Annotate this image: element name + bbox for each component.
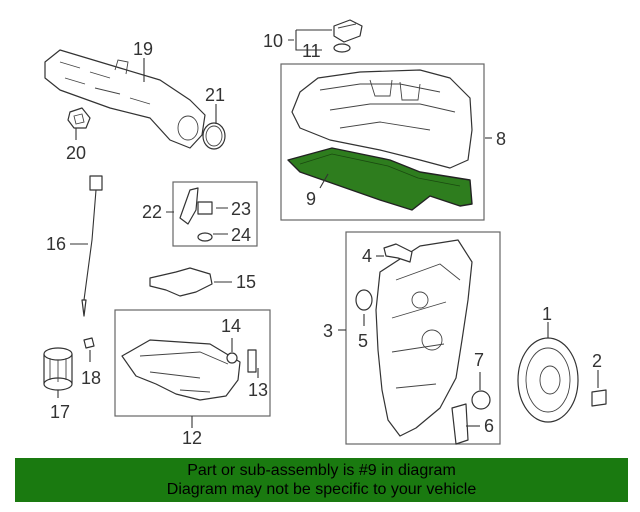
callout-15: 15 [236, 272, 256, 292]
callout-16: 16 [46, 234, 66, 254]
callout-23: 23 [231, 199, 251, 219]
callout-17: 17 [50, 402, 70, 422]
bolt-18-part [83, 337, 95, 349]
timing-cover-part [375, 239, 473, 437]
callout-18: 18 [81, 368, 101, 388]
callout-5: 5 [358, 331, 368, 351]
callout-3: 3 [323, 321, 333, 341]
dipstick-part [81, 175, 103, 317]
pulley-bolt-part [591, 389, 607, 407]
throttle-gasket-part [202, 122, 226, 150]
callout-4: 4 [362, 246, 372, 266]
intake-gasket-part [67, 107, 91, 129]
banner-line-1: Part or sub-assembly is #9 in diagram [187, 462, 456, 479]
callout-13: 13 [248, 380, 268, 400]
banner-line-2: Diagram may not be specific to your vehi… [166, 481, 477, 498]
callout-19: 19 [133, 39, 153, 59]
intake-manifold-part [44, 49, 206, 149]
callout-7: 7 [474, 350, 484, 370]
oil-filler-cap-part [333, 19, 363, 53]
bracket-box [172, 181, 258, 247]
gasket-6-part [451, 403, 469, 445]
callout-22: 22 [142, 202, 162, 222]
grommet-part [197, 201, 213, 215]
bracket-part [179, 187, 199, 225]
callout-6: 6 [484, 416, 494, 436]
callout-12: 12 [182, 428, 202, 448]
callout-2: 2 [592, 351, 602, 371]
oil-filter-part [43, 347, 73, 391]
bracket-15-part [149, 267, 213, 297]
valve-cover-part [291, 69, 473, 169]
callout-11: 11 [302, 41, 321, 61]
callout-9: 9 [306, 189, 316, 209]
crank-pulley-part [517, 337, 579, 423]
callout-24: 24 [231, 225, 251, 245]
callout-10: 10 [263, 31, 283, 51]
callout-8: 8 [496, 129, 506, 149]
valve-cover-box [280, 63, 485, 221]
washer-14-part [226, 352, 238, 364]
leader-lines [57, 29, 599, 428]
bolt-13-part [247, 349, 257, 373]
timing-sensor-part [383, 243, 413, 263]
timing-cover-box [345, 231, 501, 445]
info-banner: Part or sub-assembly is #9 in diagram Di… [15, 458, 628, 502]
callout-20: 20 [66, 143, 86, 163]
bolt-24-part [197, 232, 213, 242]
valve-cover-gasket-highlight [287, 147, 473, 211]
callout-14: 14 [221, 316, 241, 336]
oil-pan-part [121, 339, 241, 401]
oil-seal-7-part [471, 390, 491, 410]
callout-21: 21 [205, 85, 225, 105]
callout-1: 1 [542, 304, 552, 324]
seal-5-part [355, 289, 373, 311]
